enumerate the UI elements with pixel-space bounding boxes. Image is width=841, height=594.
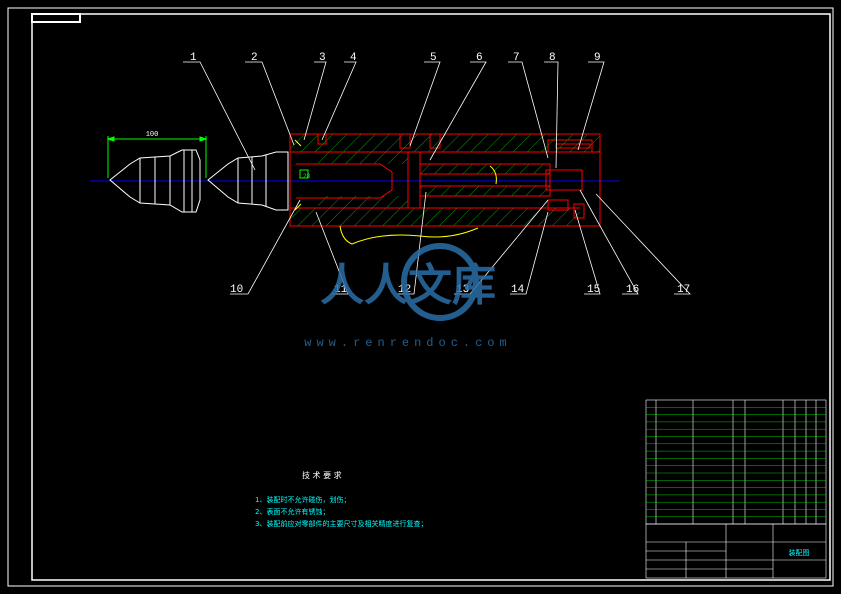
watermark-ring-icon [401,243,479,321]
tech-req-item-1: 1、装配时不允许碰伤，划伤； [255,495,350,504]
drill-chuck-left [109,149,201,213]
parts-list [645,399,827,525]
leader-lines [183,61,691,295]
center-mark-label: 28 [303,173,311,180]
watermark-url: www.renrendoc.com [304,336,511,350]
callout-7: 7 [513,52,520,64]
outer-frame [7,7,834,587]
watermark: 人人文库 www.renrendoc.com [304,243,511,350]
callout-5: 5 [430,52,437,64]
callout-17: 17 [677,284,690,296]
callout-2: 2 [251,52,258,64]
callout-9: 9 [594,52,601,64]
drawing-name: 装配图 [789,548,810,557]
yellow-details [294,139,497,245]
watermark-logo: 人人文库 [320,260,496,311]
housing-section [290,134,600,226]
dimension-100 [106,136,208,178]
callout-6: 6 [476,52,483,64]
callout-1: 1 [190,52,197,64]
callout-10: 10 [230,284,243,296]
tech-requirements: 技 术 要 求 1、装配时不允许碰伤，划伤； 2、表面不允许有锈蚀； 3、装配前… [255,470,427,528]
callout-8: 8 [549,52,556,64]
callout-4: 4 [350,52,357,64]
parts-rows [646,407,826,517]
callout-15: 15 [587,284,600,296]
callout-16: 16 [626,284,639,296]
tech-req-item-2: 2、表面不允许有锈蚀； [255,507,329,516]
tech-req-title: 技 术 要 求 [302,470,342,480]
dimension-label: 100 [146,131,159,139]
callout-3: 3 [319,52,326,64]
frame-tab [31,13,81,23]
tech-req-item-3: 3、装配前应对零部件的主要尺寸及相关精度进行复查； [255,519,427,528]
callout-labels: 1 2 3 4 5 6 7 8 9 10 11 12 13 14 15 16 1… [190,52,690,296]
callout-14: 14 [511,284,525,296]
callout-11: 11 [334,284,348,296]
inner-frame [31,13,831,581]
title-block [645,523,827,579]
callout-13: 13 [456,284,469,296]
